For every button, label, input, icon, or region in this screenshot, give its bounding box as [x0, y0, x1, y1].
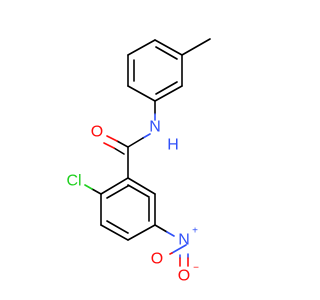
nitro-nitrogen-label: N	[178, 232, 190, 249]
amide-hydrogen-label: H	[167, 137, 179, 154]
amide-nitrogen-label: N	[149, 119, 161, 136]
amide-oxygen-label: O	[91, 124, 103, 141]
nitro-oxygen-double-label: O	[151, 251, 163, 268]
nitro-nitrogen-charge: +	[192, 226, 198, 237]
nitro-group	[154, 224, 189, 267]
chloronitrophenyl-ring	[100, 177, 156, 241]
methyl-bond	[181, 38, 211, 56]
amide-group	[103, 100, 156, 179]
nitro-oxygen-charge: −	[193, 263, 199, 274]
nitro-oxygen-single-label: O	[178, 268, 190, 285]
chlorine-label: Cl	[66, 173, 81, 190]
chloro-bond-colored	[84, 184, 93, 190]
molecule-structure: O N H Cl N + O O −	[66, 38, 211, 285]
tolyl-ring	[127, 39, 183, 102]
chloro-bond	[91, 188, 102, 195]
